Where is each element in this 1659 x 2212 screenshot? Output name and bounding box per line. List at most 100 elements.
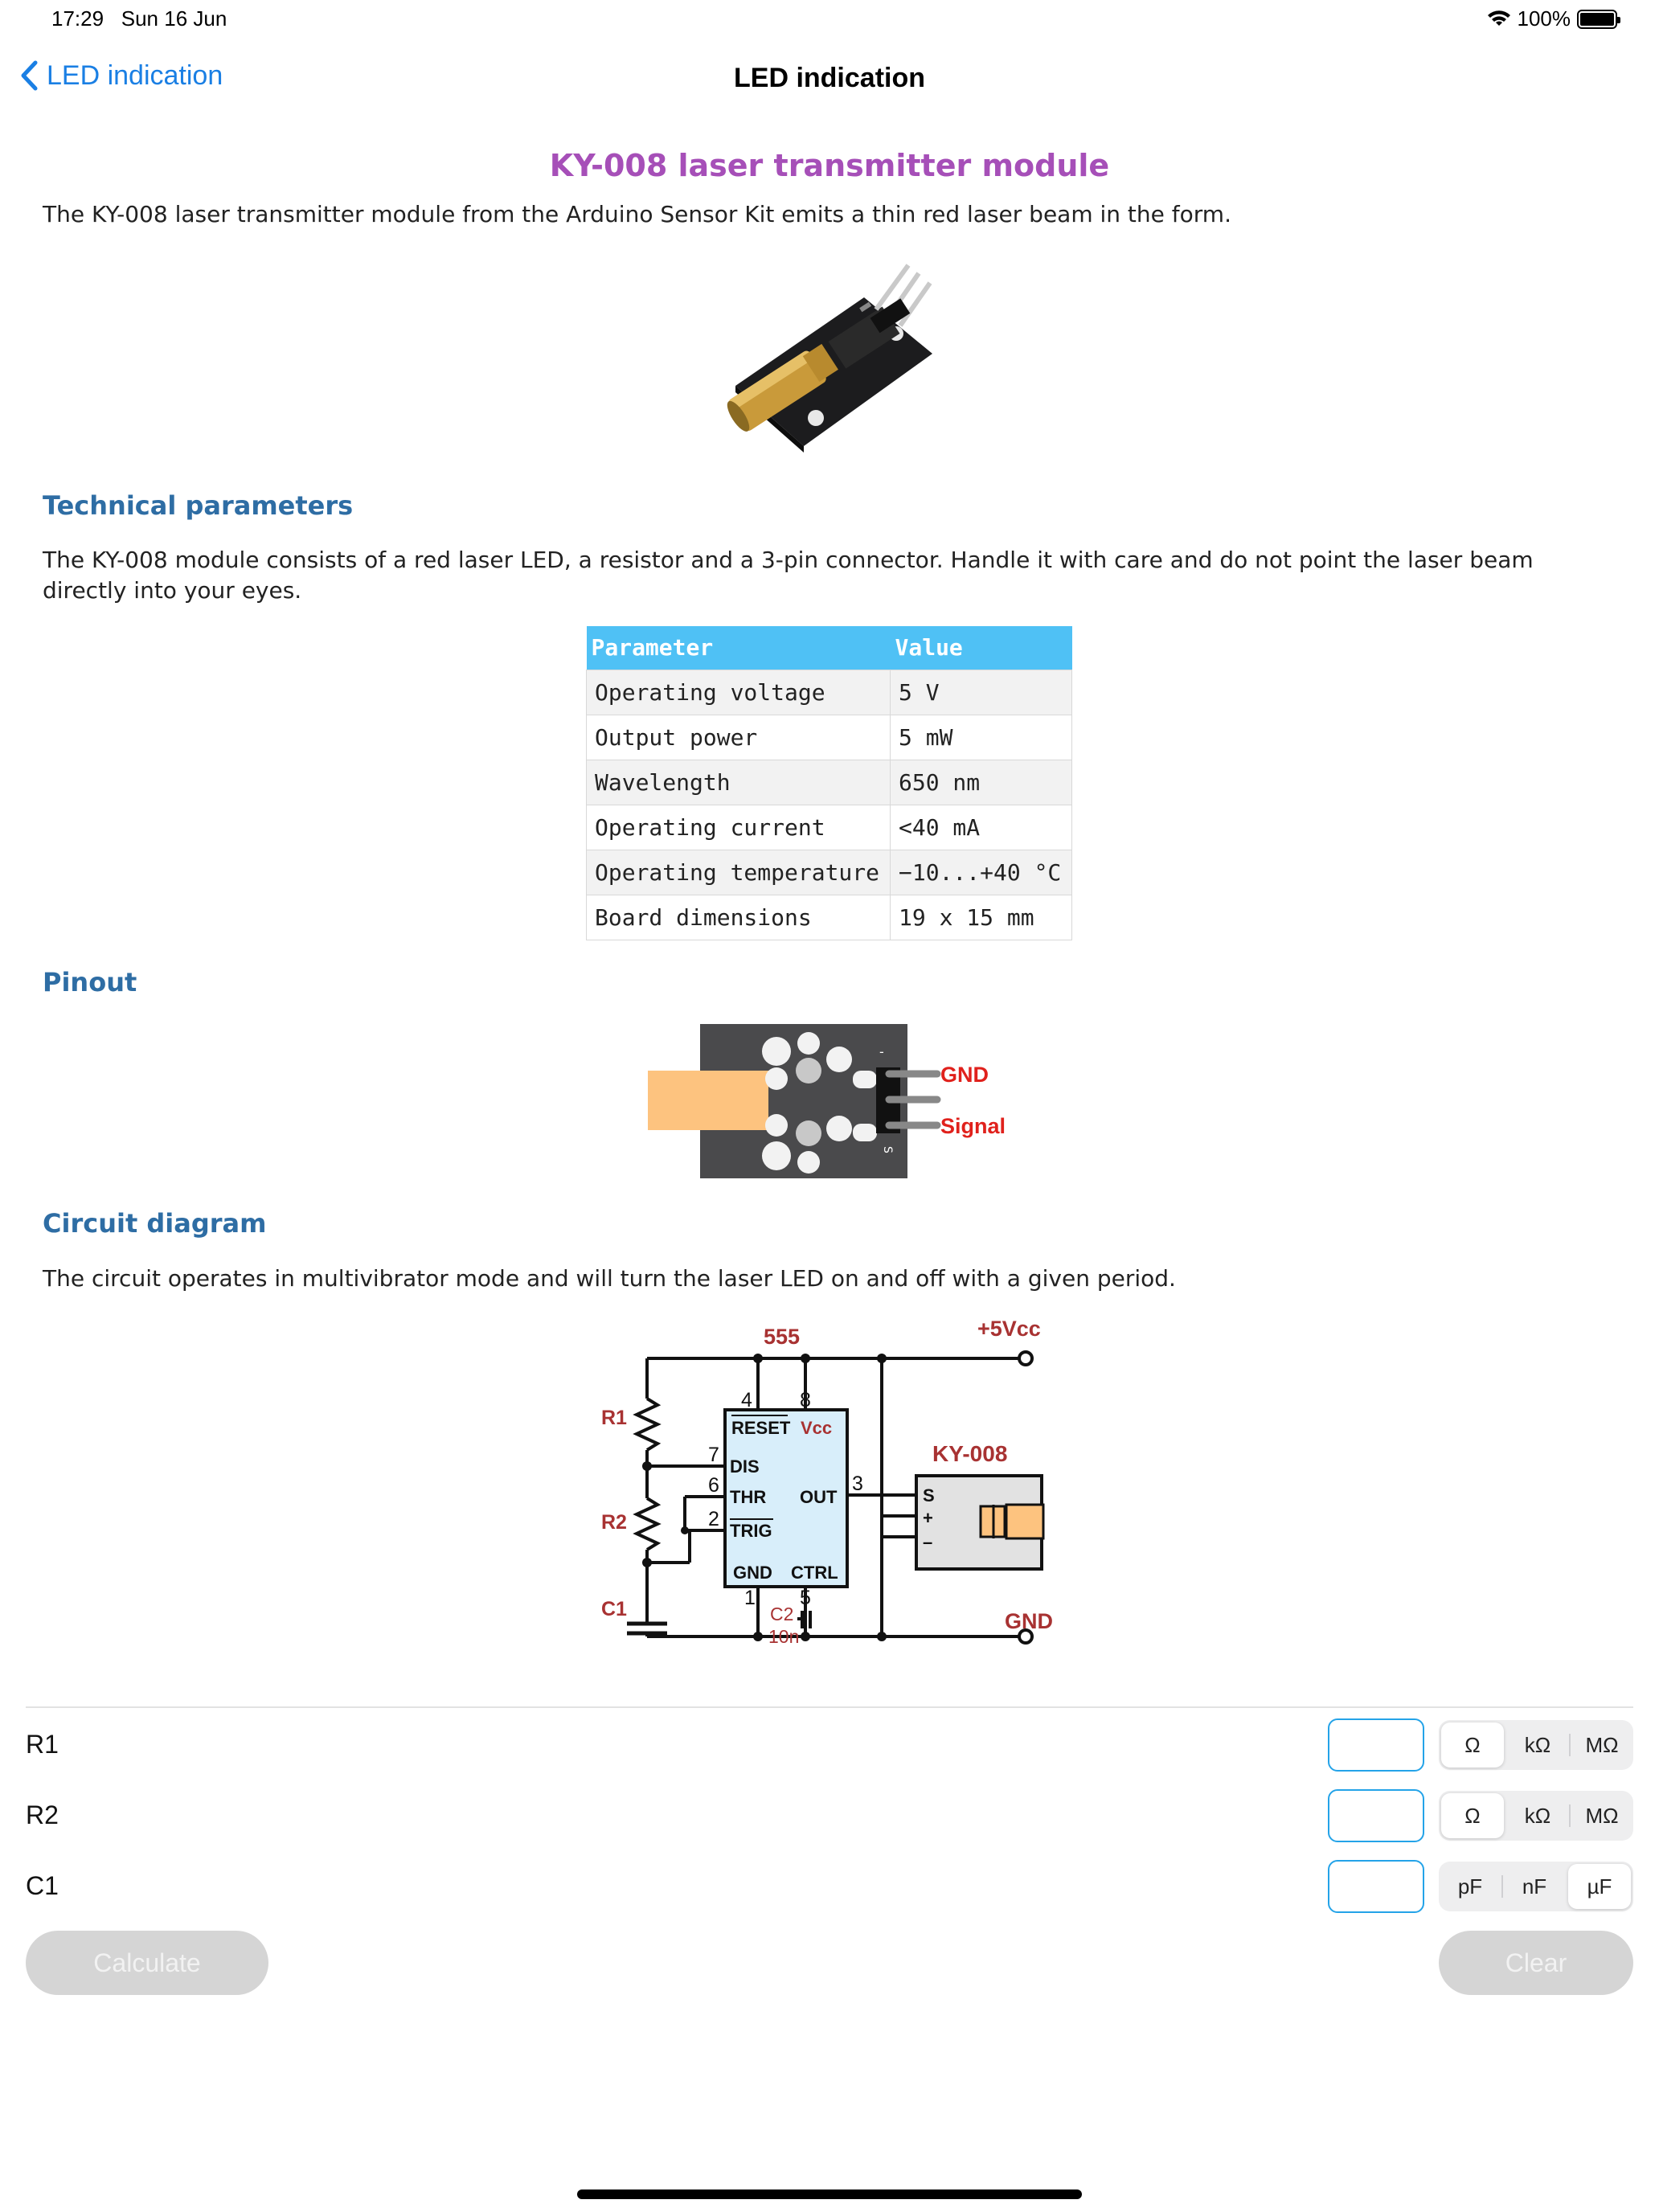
- technical-paragraph: The KY-008 module consists of a red lase…: [43, 547, 1534, 604]
- table-cell: Board dimensions: [586, 894, 891, 940]
- table-cell: Wavelength: [586, 759, 891, 805]
- table-cell: Operating current: [586, 804, 891, 850]
- c1-row: C1 pF nF µF: [26, 1858, 1633, 1915]
- chevron-left-icon: [21, 60, 38, 91]
- trig-pin-label: TRIG: [730, 1521, 772, 1541]
- r1-input[interactable]: [1328, 1718, 1424, 1772]
- intro-paragraph: The KY-008 laser transmitter module from…: [43, 201, 1231, 227]
- c1-label: C1: [601, 1598, 627, 1620]
- battery-percent: 100%: [1517, 6, 1571, 31]
- back-button[interactable]: LED indication: [19, 59, 223, 92]
- pin-5-number: 5: [800, 1587, 811, 1609]
- divider: [26, 1706, 1633, 1708]
- article-title: KY-008 laser transmitter module: [549, 148, 1110, 183]
- home-indicator[interactable]: [577, 2189, 1082, 2199]
- table-row: Operating current<40 mA: [586, 804, 1072, 850]
- pinout-diagram: S - GND Signal: [648, 1021, 1018, 1182]
- navigation-bar: LED indication LED indication: [0, 51, 1659, 109]
- r1-unit-kohm[interactable]: kΩ: [1524, 1732, 1551, 1757]
- table-header-row: Parameter Value: [586, 626, 1072, 670]
- pin-6-number: 6: [708, 1474, 719, 1497]
- table-cell: Output power: [586, 714, 891, 760]
- r2-label: R2: [26, 1800, 59, 1829]
- circuit-schematic: 555 +5Vcc GND KY-008 R1 R2 C1 C2 10n 4 8…: [595, 1315, 1069, 1685]
- r2-row: R2 Ω kΩ MΩ: [26, 1788, 1633, 1844]
- thr-pin-label: THR: [730, 1487, 766, 1507]
- clear-button[interactable]: Clear: [1439, 1931, 1633, 1995]
- status-time: 17:29 Sun 16 Jun: [51, 6, 227, 31]
- c2-label: C2: [770, 1604, 793, 1624]
- table-header: Parameter: [586, 626, 891, 670]
- pin-3-number: 3: [852, 1473, 863, 1495]
- r2-unit-kohm[interactable]: kΩ: [1524, 1803, 1551, 1828]
- c1-unit-pf[interactable]: pF: [1457, 1874, 1483, 1899]
- pin-4-number: 4: [741, 1389, 752, 1411]
- r2-unit-selector: Ω kΩ MΩ: [1439, 1791, 1633, 1841]
- table-cell: 19 x 15 mm: [890, 894, 1072, 940]
- circuit-paragraph: The circuit operates in multivibrator mo…: [43, 1265, 1176, 1292]
- pin-2-number: 2: [708, 1508, 719, 1530]
- back-label: LED indication: [47, 59, 223, 91]
- ic-label: 555: [764, 1325, 800, 1349]
- r2-unit-mohm[interactable]: MΩ: [1585, 1803, 1619, 1828]
- vcc-label: +5Vcc: [977, 1317, 1041, 1341]
- calculate-button[interactable]: Calculate: [26, 1931, 268, 1995]
- c1-unit-uf[interactable]: µF: [1568, 1864, 1631, 1909]
- nav-title: LED indication: [734, 63, 925, 93]
- r1-label: R1: [601, 1407, 627, 1429]
- pin-7-number: 7: [708, 1444, 719, 1466]
- r2-input[interactable]: [1328, 1789, 1424, 1842]
- dis-pin-label: DIS: [730, 1456, 760, 1477]
- r1-label: R1: [26, 1730, 59, 1759]
- table-cell: <40 mA: [890, 804, 1072, 850]
- pin-1-number: 1: [744, 1587, 756, 1609]
- status-bar: 17:29 Sun 16 Jun 100%: [0, 0, 1659, 39]
- status-indicators: 100%: [1487, 6, 1620, 31]
- technical-parameters-heading: Technical parameters: [43, 490, 354, 521]
- pin-minus-mark: -: [879, 1044, 884, 1059]
- r1-unit-ohm[interactable]: Ω: [1441, 1722, 1504, 1768]
- table-cell: 5 mW: [890, 714, 1072, 760]
- c1-unit-selector: pF nF µF: [1439, 1862, 1633, 1911]
- pin-s-mark: S: [881, 1146, 894, 1153]
- circuit-diagram-heading: Circuit diagram: [43, 1208, 267, 1239]
- vcc-pin-label: Vcc: [801, 1418, 832, 1438]
- out-pin-label: OUT: [800, 1487, 838, 1507]
- c2-value-label: 10n: [768, 1626, 799, 1647]
- r1-unit-selector: Ω kΩ MΩ: [1439, 1720, 1633, 1770]
- table-cell: 650 nm: [890, 759, 1072, 805]
- pin-signal-label: Signal: [940, 1114, 1006, 1138]
- module-s-label: S: [923, 1485, 935, 1505]
- pinout-heading: Pinout: [43, 967, 137, 997]
- gnd-label: GND: [1005, 1609, 1053, 1633]
- pin-gnd-label: GND: [940, 1063, 989, 1087]
- ctrl-pin-label: CTRL: [791, 1563, 838, 1583]
- c1-label: C1: [26, 1871, 59, 1900]
- battery-icon: [1577, 9, 1620, 29]
- reset-pin-label: RESET: [731, 1418, 791, 1438]
- r2-label: R2: [601, 1511, 627, 1534]
- c1-input[interactable]: [1328, 1860, 1424, 1913]
- gnd-pin-label: GND: [733, 1563, 772, 1583]
- module-label: KY-008: [932, 1441, 1007, 1466]
- r1-row: R1 Ω kΩ MΩ: [26, 1717, 1633, 1773]
- module-minus-label: –: [923, 1532, 932, 1552]
- table-cell: 5 V: [890, 669, 1072, 715]
- pin-8-number: 8: [800, 1389, 811, 1411]
- table-cell: Operating voltage: [586, 669, 891, 715]
- module-photo: [711, 257, 944, 458]
- table-cell: Operating temperature: [586, 849, 891, 895]
- table-header: Value: [890, 626, 1072, 670]
- table-row: Operating temperature−10...+40 °C: [586, 849, 1072, 895]
- c1-unit-nf[interactable]: nF: [1522, 1874, 1547, 1899]
- module-plus-label: +: [923, 1508, 933, 1528]
- table-cell: −10...+40 °C: [890, 849, 1072, 895]
- r1-unit-mohm[interactable]: MΩ: [1585, 1732, 1619, 1757]
- wifi-icon: [1487, 10, 1510, 26]
- r2-unit-ohm[interactable]: Ω: [1441, 1793, 1504, 1838]
